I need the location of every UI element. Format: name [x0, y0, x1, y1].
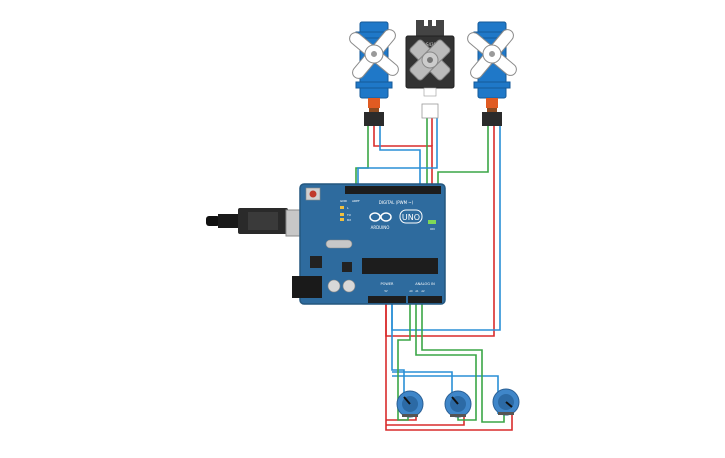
- wire-5v-rail[interactable]: [385, 304, 513, 431]
- led-tx: [340, 213, 344, 216]
- servo-left[interactable]: [331, 11, 417, 118]
- wire-a2-pot3[interactable]: [421, 304, 505, 423]
- potentiometer-2[interactable]: [444, 390, 472, 418]
- servo-right-connector[interactable]: [482, 112, 502, 126]
- wire-5v-pot2[interactable]: [386, 414, 465, 426]
- pin-label-a1: A1: [415, 289, 419, 293]
- potentiometer-3[interactable]: [492, 388, 520, 416]
- digital-label: DIGITAL (PWM ~): [379, 200, 414, 205]
- gnd-label: GND: [340, 199, 348, 203]
- servo-center-connector[interactable]: [421, 103, 439, 119]
- wire-gnd-top[interactable]: [357, 155, 438, 188]
- analog-header[interactable]: [408, 296, 442, 303]
- board-name: ARDUINO: [371, 225, 390, 230]
- power-jack[interactable]: [292, 276, 322, 298]
- servo-left-connector[interactable]: [364, 112, 384, 126]
- led-l: [340, 206, 344, 209]
- digital-header[interactable]: [345, 186, 441, 194]
- on-label: ON: [430, 227, 435, 231]
- small-chip: [342, 262, 352, 272]
- wire-servo1-vcc[interactable]: [373, 125, 433, 188]
- led-rx: [340, 218, 344, 221]
- servo-center-model: SM-S4303R: [419, 42, 442, 47]
- pin-label-5v: 5V: [384, 289, 388, 293]
- wire-servo3-signal[interactable]: [437, 125, 489, 188]
- led-on: [428, 220, 436, 224]
- power-header[interactable]: [368, 296, 406, 303]
- pin-label-a2: A2: [421, 289, 425, 293]
- regulator: [310, 256, 322, 268]
- analog-label: ANALOG IN: [415, 282, 435, 286]
- crystal: [325, 239, 353, 249]
- servo-right[interactable]: [449, 11, 535, 118]
- potentiometer-1[interactable]: [396, 390, 424, 418]
- arduino-logo: UNO ARDUINO: [369, 209, 423, 230]
- aref-label: AREF: [352, 199, 360, 203]
- l-label: L: [347, 206, 349, 210]
- rx-label: RX: [347, 218, 351, 222]
- wire-a0-pot1[interactable]: [397, 304, 411, 421]
- capacitor-1: [327, 279, 341, 293]
- pin-label-a0: A0: [409, 289, 413, 293]
- power-label: POWER: [381, 282, 395, 286]
- wire-servo1-gnd[interactable]: [379, 125, 421, 188]
- arduino-board[interactable]: DIGITAL (PWM ~) AREF GND UNO ARDUINO L T…: [292, 183, 446, 305]
- servo-center[interactable]: SM-S4303R: [399, 20, 461, 97]
- usb-cable[interactable]: [206, 208, 311, 237]
- capacitor-2: [342, 279, 356, 293]
- tx-label: TX: [346, 213, 351, 217]
- atmega-chip: [362, 258, 438, 274]
- wire-a1-pot2[interactable]: [415, 304, 477, 421]
- model-label: UNO: [402, 213, 420, 222]
